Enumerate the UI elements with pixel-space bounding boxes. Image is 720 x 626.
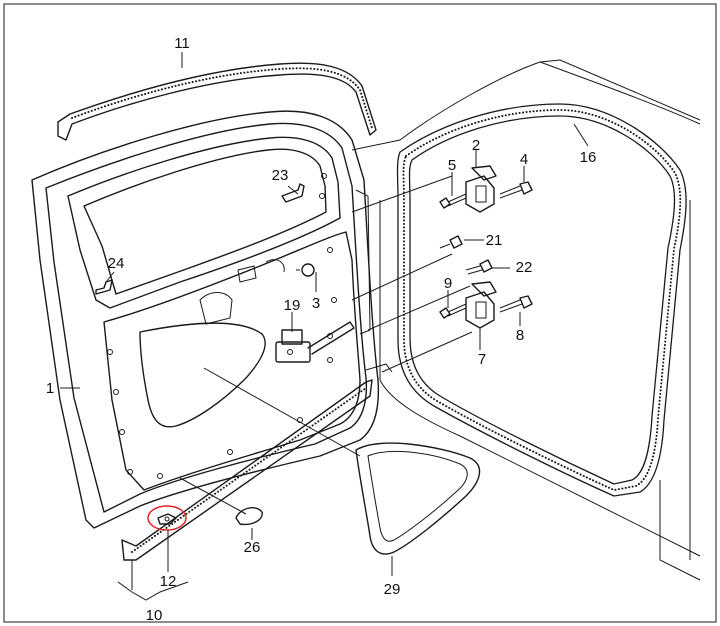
part-4-bolt: [499, 181, 533, 199]
callout-4: 4: [520, 151, 528, 168]
part-21-bolt: [439, 235, 463, 249]
callout-11: 11: [174, 35, 190, 52]
part-11-window-strip: [57, 62, 377, 141]
callout-22: 22: [516, 259, 533, 276]
callout-5: 5: [448, 157, 456, 174]
part-29-seal: [355, 442, 481, 555]
part-19-door-check: [275, 321, 355, 363]
part-10-trim-strip: [121, 379, 373, 561]
callout-24: 24: [108, 255, 125, 272]
part-1-door-shell: [31, 110, 380, 529]
callout-10: 10: [146, 607, 163, 624]
part-2-upper-hinge: [465, 165, 497, 213]
leader-lines: [60, 52, 589, 601]
callout-21: 21: [486, 232, 503, 249]
part-22-bolt: [465, 259, 493, 275]
callout-7: 7: [478, 351, 486, 368]
part-9-bolt: [439, 303, 467, 319]
part-23-clip: [281, 183, 305, 203]
part-12-highlight-circle: [147, 505, 187, 531]
callout-1: 1: [46, 380, 54, 397]
part-26-grommet: [235, 507, 263, 526]
callout-29: 29: [384, 581, 401, 598]
callout-2: 2: [472, 137, 480, 154]
part-8-bolt: [499, 295, 533, 313]
part-5-bolt: [439, 193, 467, 209]
callout-16: 16: [580, 149, 597, 166]
part-12-clip: [157, 513, 177, 525]
body-door-opening: [351, 59, 701, 581]
callout-12: 12: [160, 573, 177, 590]
part-3-plug: [296, 263, 315, 277]
callout-labels: 11 1 2 5 4 16 21 22 9 8 7 3 23 24 19 26 …: [46, 35, 597, 624]
callout-19: 19: [284, 297, 301, 314]
callout-23: 23: [272, 167, 289, 184]
callout-26: 26: [244, 539, 261, 556]
part-16-door-seal: [396, 103, 687, 497]
callout-8: 8: [516, 327, 524, 344]
part-7-lower-hinge: [465, 281, 497, 329]
image-border: [3, 3, 717, 623]
callout-9: 9: [444, 275, 452, 292]
part-24-clip: [95, 279, 113, 295]
callout-3: 3: [312, 295, 320, 312]
